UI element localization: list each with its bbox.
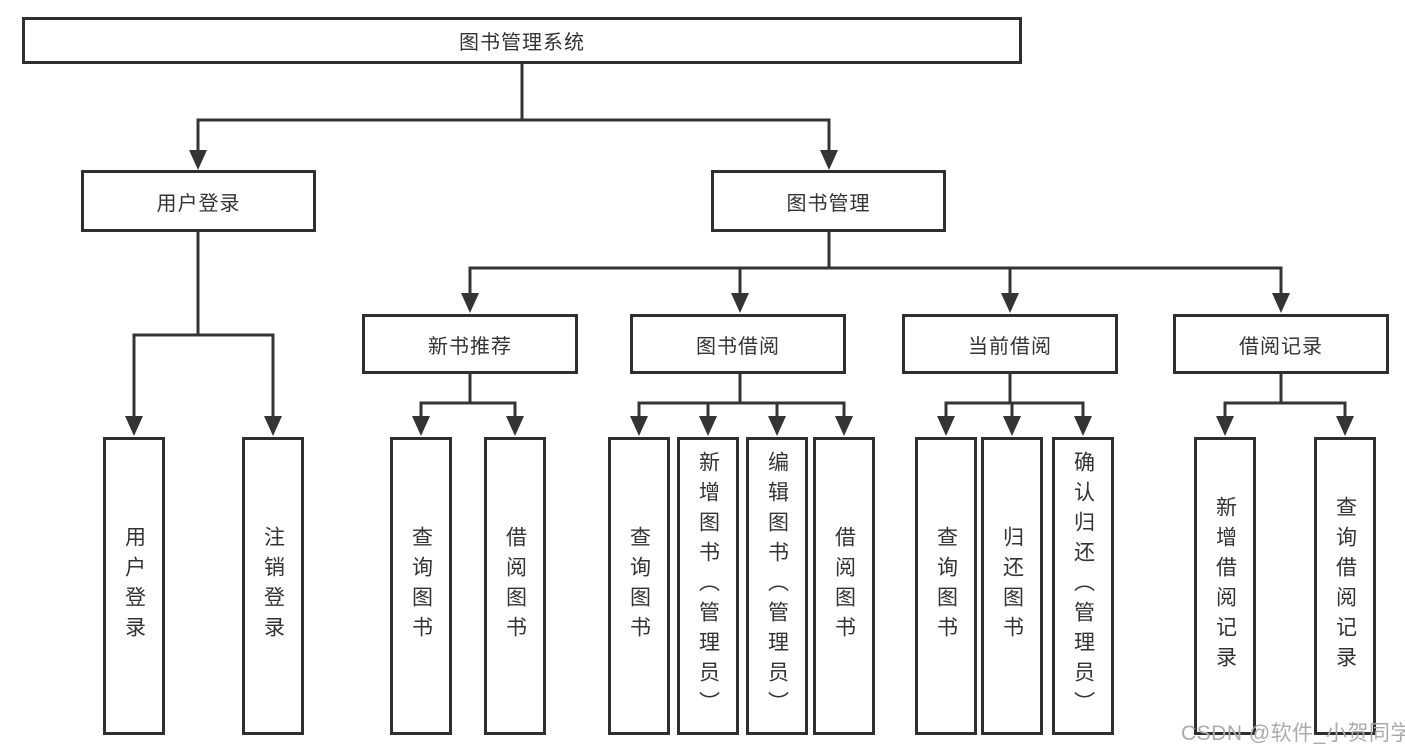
node-new-book-recommendation: 新书推荐 <box>362 314 578 374</box>
csdn-watermark: CSDN @软件_小贺同学 <box>1181 722 1405 745</box>
leaf-query-borrow-record: 查询借阅记录 <box>1314 437 1376 735</box>
leaf-edit-books-admin: 编辑图书（管理员） <box>746 437 808 735</box>
leaf-query-books-current: 查询图书 <box>915 437 977 735</box>
node-library-system-root: 图书管理系统 <box>22 17 1022 64</box>
node-label: 借阅记录 <box>1239 335 1323 358</box>
leaf-logout: 注销登录 <box>242 437 304 735</box>
leaf-query-books-recommend: 查询图书 <box>390 437 452 735</box>
leaf-add-borrow-record: 新增借阅记录 <box>1194 437 1256 735</box>
leaf-user-login: 用户登录 <box>103 437 165 735</box>
leaf-query-books-borrow: 查询图书 <box>608 437 670 735</box>
leaf-return-books: 归还图书 <box>981 437 1043 735</box>
node-label: 用户登录 <box>156 192 241 215</box>
node-label: 图书管理 <box>786 192 871 215</box>
node-current-borrowing: 当前借阅 <box>902 314 1118 374</box>
leaf-borrow-books: 借阅图书 <box>813 437 875 735</box>
node-user-login: 用户登录 <box>81 170 316 232</box>
node-book-borrowing: 图书借阅 <box>630 314 846 374</box>
node-borrowing-records: 借阅记录 <box>1173 314 1389 374</box>
node-book-management: 图书管理 <box>711 170 946 232</box>
leaf-confirm-return-admin: 确认归还（管理员） <box>1052 437 1114 735</box>
node-label: 图书管理系统 <box>459 32 585 54</box>
node-label: 图书借阅 <box>696 335 780 358</box>
leaf-add-books-admin: 新增图书（管理员） <box>677 437 739 735</box>
node-label: 当前借阅 <box>968 335 1052 358</box>
node-label: 新书推荐 <box>428 335 512 358</box>
leaf-borrow-books-recommend: 借阅图书 <box>484 437 546 735</box>
